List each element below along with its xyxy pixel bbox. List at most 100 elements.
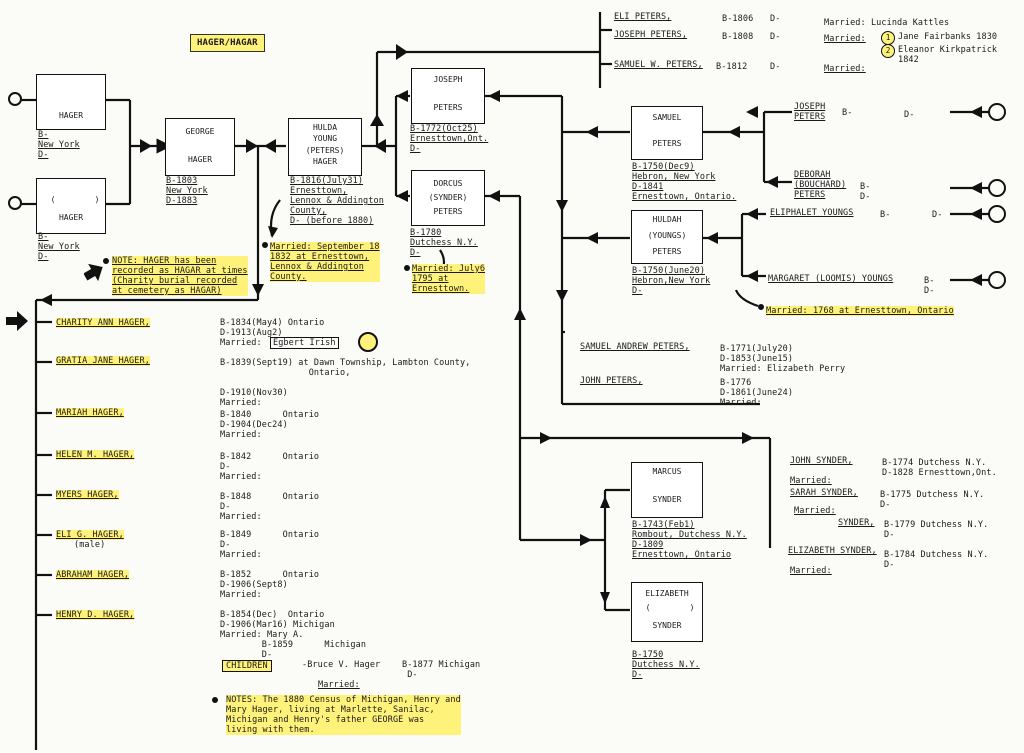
helen-info: B-1842 Ontario D- Married: — [220, 452, 320, 482]
john-synder-info: B-1774 Dutchess N.Y. D-1828 Ernesttown,O… — [882, 458, 997, 478]
eli-peters-name: ELI PETERS, — [614, 12, 672, 22]
person-name: HULDAH — [652, 215, 682, 224]
john-synder: JOHN SYNDER, — [790, 456, 853, 466]
pointer-arrow-icon — [6, 311, 28, 331]
paren-open: ( — [645, 603, 651, 612]
person-box-hulda: HULDA YOUNG (PETERS) HAGER — [288, 118, 362, 176]
elizabeth-synder-info: B-1784 Dutchess N.Y. D- — [884, 550, 989, 570]
john-peters-info: B-1776 D-1861(June24) Married: — [720, 378, 794, 408]
person-box-huldah: HULDAH (YOUNGS) PETERS — [631, 210, 703, 264]
paren-close: ) — [689, 603, 695, 612]
margaret-loomis: MARGARET (LOOMIS) YOUNGS — [768, 274, 894, 284]
eli-g-info: B-1849 Ontario D- Married: — [220, 530, 320, 560]
samuel-w-peters-name: SAMUEL W. PETERS, — [614, 60, 703, 70]
hager-note: NOTE: HAGER has been recorded as HAGAR a… — [112, 256, 248, 296]
open-circle-icon — [988, 103, 1006, 121]
samuel-andrew-peters: SAMUEL ANDREW PETERS, — [580, 342, 690, 352]
bullet-icon — [103, 258, 109, 264]
child-helen: HELEN M. HAGER, — [56, 450, 135, 460]
deborah-bouchard: DEBORAH (BOUCHARD) PETERS — [794, 170, 847, 200]
census-notes: NOTES: The 1880 Census of Michigan, Henr… — [226, 695, 461, 735]
person-surname: PETERS — [652, 139, 682, 148]
joseph-peters-elder-d: D- — [904, 110, 915, 120]
hulda-info: B-1816(July31) Ernesttown, Lennox & Addi… — [290, 176, 384, 226]
person-name: DORCUS — [433, 179, 463, 188]
person-box-marcus: MARCUS SYNDER — [631, 462, 703, 518]
open-circle-icon — [358, 332, 378, 352]
paren-close: ) — [94, 195, 100, 204]
elizabeth-synder-married: Married: — [790, 566, 832, 576]
child-myers: MYERS HAGER, — [56, 490, 119, 500]
person-name: (YOUNGS) — [647, 231, 687, 240]
spouse-1: Jane Fairbanks 1830 — [898, 32, 998, 42]
charity-spouse: Egbert Irish — [270, 337, 339, 349]
open-circle-icon — [8, 196, 22, 210]
eli-g-male: (male) — [74, 540, 106, 550]
joseph-peters-married: Married: — [824, 34, 866, 44]
child-bruce: -Bruce V. Hager — [302, 660, 381, 670]
children-label: CHILDREN — [222, 660, 272, 672]
spouse-number-1: 1 — [881, 31, 895, 45]
margaret-bd: B- D- — [924, 276, 935, 296]
person-surname: HAGER — [187, 155, 213, 164]
person-surname: PETERS — [433, 103, 463, 112]
person-name: MARCUS — [652, 467, 682, 476]
person-name: YOUNG — [312, 134, 338, 143]
person-name: GEORGE — [185, 127, 215, 136]
person-box-george: GEORGE HAGER — [165, 118, 235, 176]
marcus-info: B-1743(Feb1) Rombout, Dutchess N.Y. D-18… — [632, 520, 747, 560]
synder-sibling: SYNDER, — [838, 518, 875, 528]
dorcus-married: Married: July6 1795 at Ernesttown. — [412, 264, 486, 294]
eli-peters-married: Married: Lucinda Kattles — [824, 18, 950, 28]
person-box-dorcus: DORCUS (SYNDER) PETERS — [411, 170, 485, 226]
person-box-elizabeth: ELIZABETH ( ) SYNDER — [631, 582, 703, 642]
samuel-andrew-info: B-1771(July20) D-1853(June15) Married: E… — [720, 344, 846, 374]
john-synder-married: Married: — [790, 476, 832, 486]
george-info: B-1803 New York D-1883 — [166, 176, 208, 206]
person-name: JOSEPH — [433, 75, 463, 84]
page-title: HAGER/HAGAR — [190, 34, 265, 52]
eli-peters-b: B-1806 — [722, 14, 754, 24]
hulda-married: Married: September 18 1832 at Ernesttown… — [270, 242, 380, 282]
sarah-synder: SARAH SYNDER, — [790, 488, 858, 498]
spouse-number-2: 2 — [881, 44, 895, 58]
bullet-icon — [212, 697, 218, 703]
sarah-synder-info: B-1775 Dutchess N.Y. D- — [880, 490, 985, 510]
open-circle-icon — [988, 179, 1006, 197]
elizabeth-info: B-1750 Dutchess N.Y. D- — [632, 650, 700, 680]
open-circle-icon — [8, 92, 22, 106]
hager2-info: B- New York D- — [38, 232, 80, 262]
bullet-icon — [758, 304, 764, 310]
child-eli-g: ELI G. HAGER, — [56, 530, 124, 540]
person-box-joseph: JOSEPH PETERS — [411, 68, 485, 124]
paren-open: ( — [50, 195, 56, 204]
samuel-w-b: B-1812 — [716, 62, 748, 72]
bruce-married: Married: — [318, 680, 360, 690]
bullet-icon — [262, 242, 268, 248]
eliphalet-b: B- — [880, 210, 891, 220]
abraham-info: B-1852 Ontario D-1906(Sept8) Married: — [220, 570, 320, 600]
person-surname: SYNDER — [652, 495, 682, 504]
person-name: HAGER — [58, 213, 84, 222]
gratia-info: B-1839(Sept19) at Dawn Township, Lambton… — [220, 358, 471, 408]
pointer-arrow-icon — [84, 262, 104, 282]
open-circle-icon — [988, 271, 1006, 289]
joseph-peters-d: D- — [770, 32, 781, 42]
person-name: HAGER — [58, 111, 84, 120]
child-mariah: MARIAH HAGER, — [56, 408, 124, 418]
person-name: (PETERS) — [305, 146, 345, 155]
eliphalet-youngs: ELIPHALET YOUNGS — [770, 208, 854, 218]
deborah-bd: B- D- — [860, 182, 871, 202]
synder-sibling-info: B-1779 Dutchess N.Y. D- — [884, 520, 989, 540]
joseph-info: B-1772(Oct25) Ernesttown,Ont. D- — [410, 124, 489, 154]
child-abraham: ABRAHAM HAGER, — [56, 570, 130, 580]
bruce-born: B-1877 Michigan D- — [402, 660, 481, 680]
mariah-info: B-1840 Ontario D-1904(Dec24) Married: — [220, 410, 320, 440]
person-surname: SYNDER — [652, 621, 682, 630]
samuel-info: B-1750(Dec9) Hebron, New York D-1841 Ern… — [632, 162, 737, 202]
child-henry: HENRY D. HAGER, — [56, 610, 135, 620]
huldah-married: Married: 1768 at Ernesttown, Ontario — [766, 306, 954, 316]
person-box-hager-1: HAGER — [36, 74, 106, 130]
sarah-synder-married: Married: — [794, 506, 836, 516]
hager1-info: B- New York D- — [38, 130, 80, 160]
